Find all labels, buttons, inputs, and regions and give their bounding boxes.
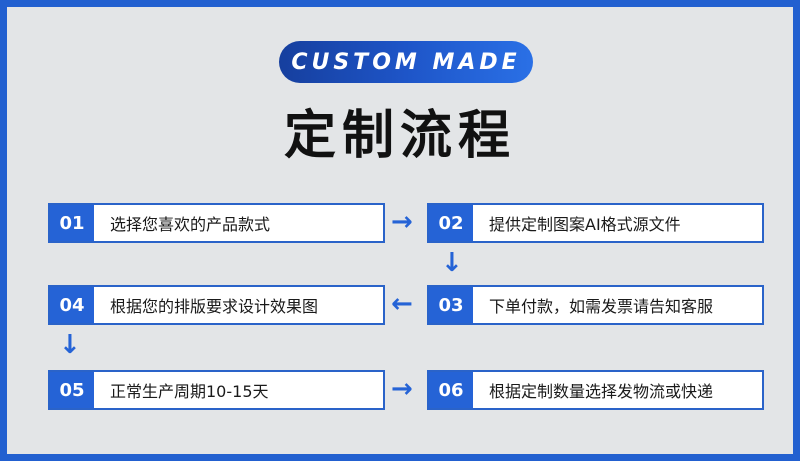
custom-made-badge: CUSTOM MADE (279, 41, 533, 83)
step-number: 06 (429, 372, 473, 408)
step-text: 正常生产周期10-15天 (110, 382, 269, 401)
step-number: 03 (429, 287, 473, 323)
arrow-down-icon: ↓ (441, 248, 463, 278)
step-01: 01 选择您喜欢的产品款式 (48, 203, 385, 243)
step-03: 03 下单付款，如需发票请告知客服 (427, 285, 764, 325)
step-02: 02 提供定制图案AI格式源文件 (427, 203, 764, 243)
arrow-right-icon: → (391, 207, 413, 237)
step-number: 01 (50, 205, 94, 241)
step-number: 04 (50, 287, 94, 323)
step-text: 提供定制图案AI格式源文件 (489, 215, 681, 234)
step-number: 02 (429, 205, 473, 241)
arrow-right-icon: → (391, 374, 413, 404)
arrow-down-icon: ↓ (59, 330, 81, 360)
step-text: 根据定制数量选择发物流或快递 (489, 382, 714, 401)
page-title: 定制流程 (283, 105, 516, 166)
step-text: 选择您喜欢的产品款式 (110, 215, 271, 234)
arrow-left-icon: ← (391, 289, 413, 319)
step-05: 05 正常生产周期10-15天 (48, 370, 385, 410)
step-number: 05 (50, 372, 94, 408)
step-04: 04 根据您的排版要求设计效果图 (48, 285, 385, 325)
step-text: 根据您的排版要求设计效果图 (110, 297, 319, 316)
step-text: 下单付款，如需发票请告知客服 (489, 297, 714, 316)
step-06: 06 根据定制数量选择发物流或快递 (427, 370, 764, 410)
